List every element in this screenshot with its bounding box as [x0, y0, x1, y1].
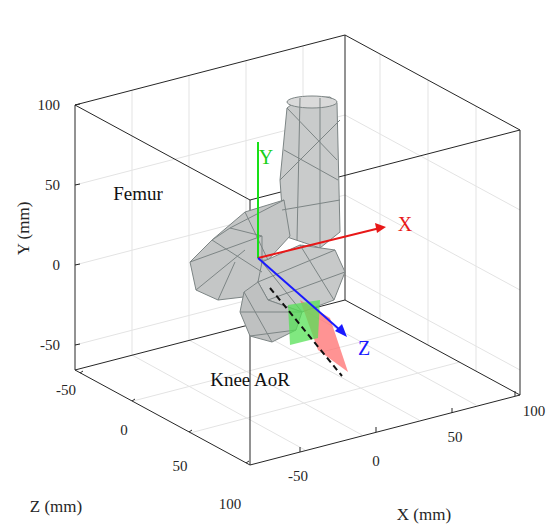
axis-label: X (mm) — [397, 506, 451, 523]
tick-label: -50 — [288, 469, 308, 484]
tick-label: -50 — [56, 383, 76, 398]
coordinate-axes — [258, 142, 386, 337]
part-label: Knee AoR — [210, 370, 290, 389]
axis-label: Y (mm) — [16, 201, 33, 255]
axis-label: Z (mm) — [30, 498, 82, 515]
tick-label: 0 — [372, 454, 380, 469]
part-label: Femur — [113, 184, 163, 203]
tick-label: 0 — [53, 258, 61, 273]
tick-label: 50 — [448, 430, 463, 445]
femur-mesh — [190, 96, 345, 342]
tick-label: 50 — [45, 178, 60, 193]
tick-label: 50 — [173, 459, 188, 474]
axis-letter: Z — [358, 338, 370, 358]
tick-label: 100 — [38, 98, 61, 113]
axis-plane — [288, 300, 320, 345]
axes-box — [75, 35, 520, 465]
axis-letter: Y — [259, 147, 273, 167]
tick-label: 0 — [120, 423, 128, 438]
tick-label: -50 — [40, 338, 60, 353]
grid-lines — [75, 46, 520, 450]
tick-label: 100 — [523, 404, 546, 419]
axis-letter: X — [398, 214, 412, 234]
tick-label: 100 — [219, 497, 242, 512]
